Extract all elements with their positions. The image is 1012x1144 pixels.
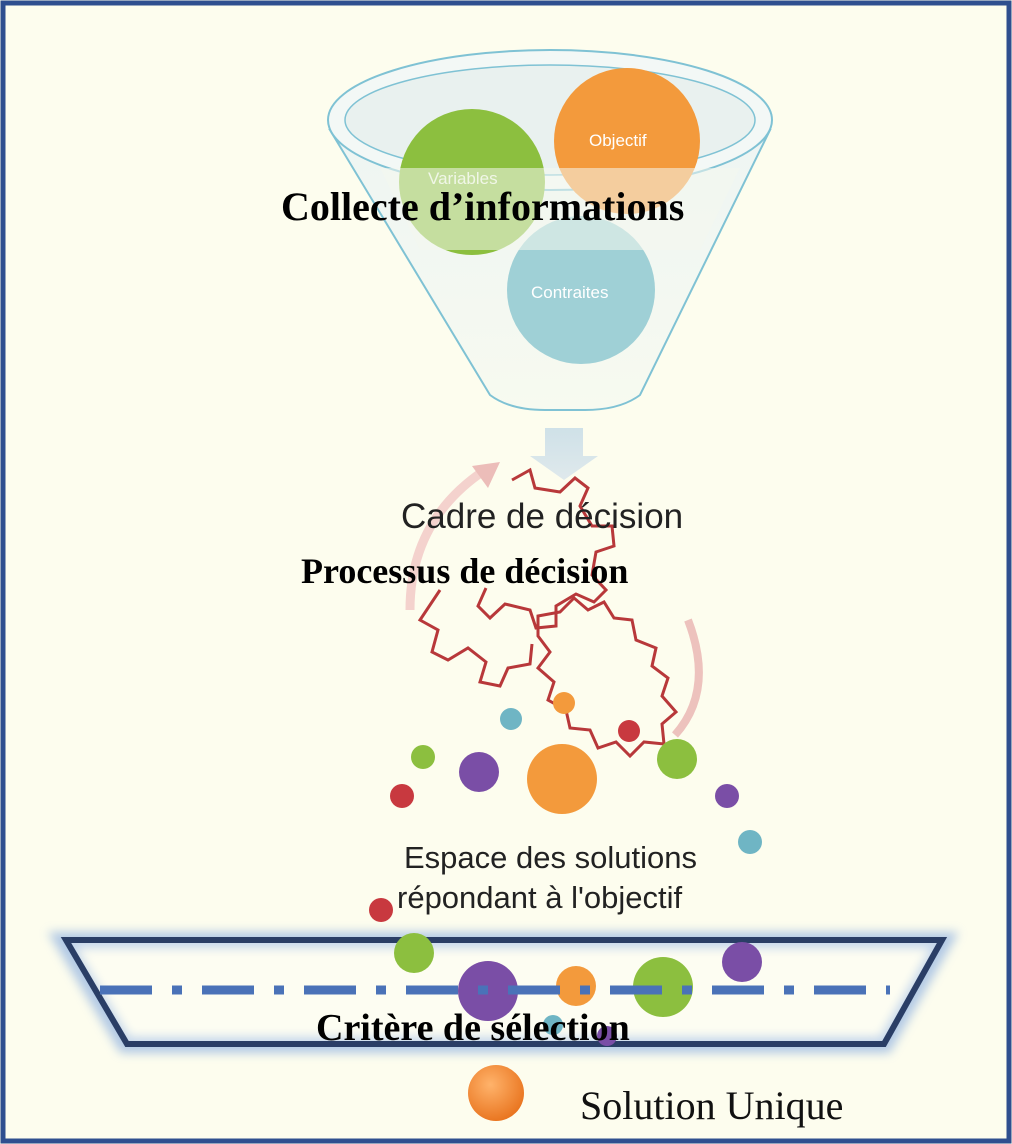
tray-dot <box>556 966 596 1006</box>
unique-solution-dot <box>468 1065 524 1121</box>
contraintes-bubble <box>507 216 655 364</box>
solution-dot <box>390 784 414 808</box>
cycle-arrow-right <box>671 618 703 738</box>
gear-right <box>535 595 679 759</box>
tray-dot <box>633 957 693 1017</box>
solution-dot <box>618 720 640 742</box>
process-title: Processus de décision <box>301 551 629 591</box>
solution-dot <box>411 745 435 769</box>
solution-space-label-line1: Espace des solutions <box>404 840 697 875</box>
gear-top <box>476 467 616 630</box>
solution-dots <box>369 692 762 922</box>
variables-label: Variables <box>428 169 498 188</box>
funnel-fade-overlay <box>380 168 740 250</box>
solution-dot <box>715 784 739 808</box>
funnel-title: Collecte d’informations <box>281 184 685 229</box>
solution-space-label-line2: répondant à l'objectif <box>397 880 683 915</box>
objectif-label: Objectif <box>589 131 647 150</box>
tray-dot <box>543 1015 563 1035</box>
tray-dot <box>394 933 434 973</box>
funnel <box>327 49 773 411</box>
contraintes-label: Contraites <box>531 283 609 302</box>
tray-dot <box>597 1026 617 1046</box>
solution-dot <box>657 739 697 779</box>
solution-dot <box>738 830 762 854</box>
solution-dot <box>553 692 575 714</box>
gear-left <box>417 589 534 688</box>
solution-dot <box>500 708 522 730</box>
selection-title: Critère de sélection <box>316 1007 630 1049</box>
decision-frame-label: Cadre de décision <box>401 497 684 536</box>
solution-dot <box>369 898 393 922</box>
solution-dot <box>527 744 597 814</box>
tray-dot <box>722 942 762 982</box>
gear-assembly <box>405 462 703 759</box>
cycle-arrowhead <box>472 462 500 488</box>
selection-tray <box>47 932 959 1053</box>
down-arrow <box>530 428 598 480</box>
solution-dot <box>459 752 499 792</box>
cycle-arrow-left <box>405 466 488 611</box>
unique-solution-label: Solution Unique <box>580 1083 844 1128</box>
